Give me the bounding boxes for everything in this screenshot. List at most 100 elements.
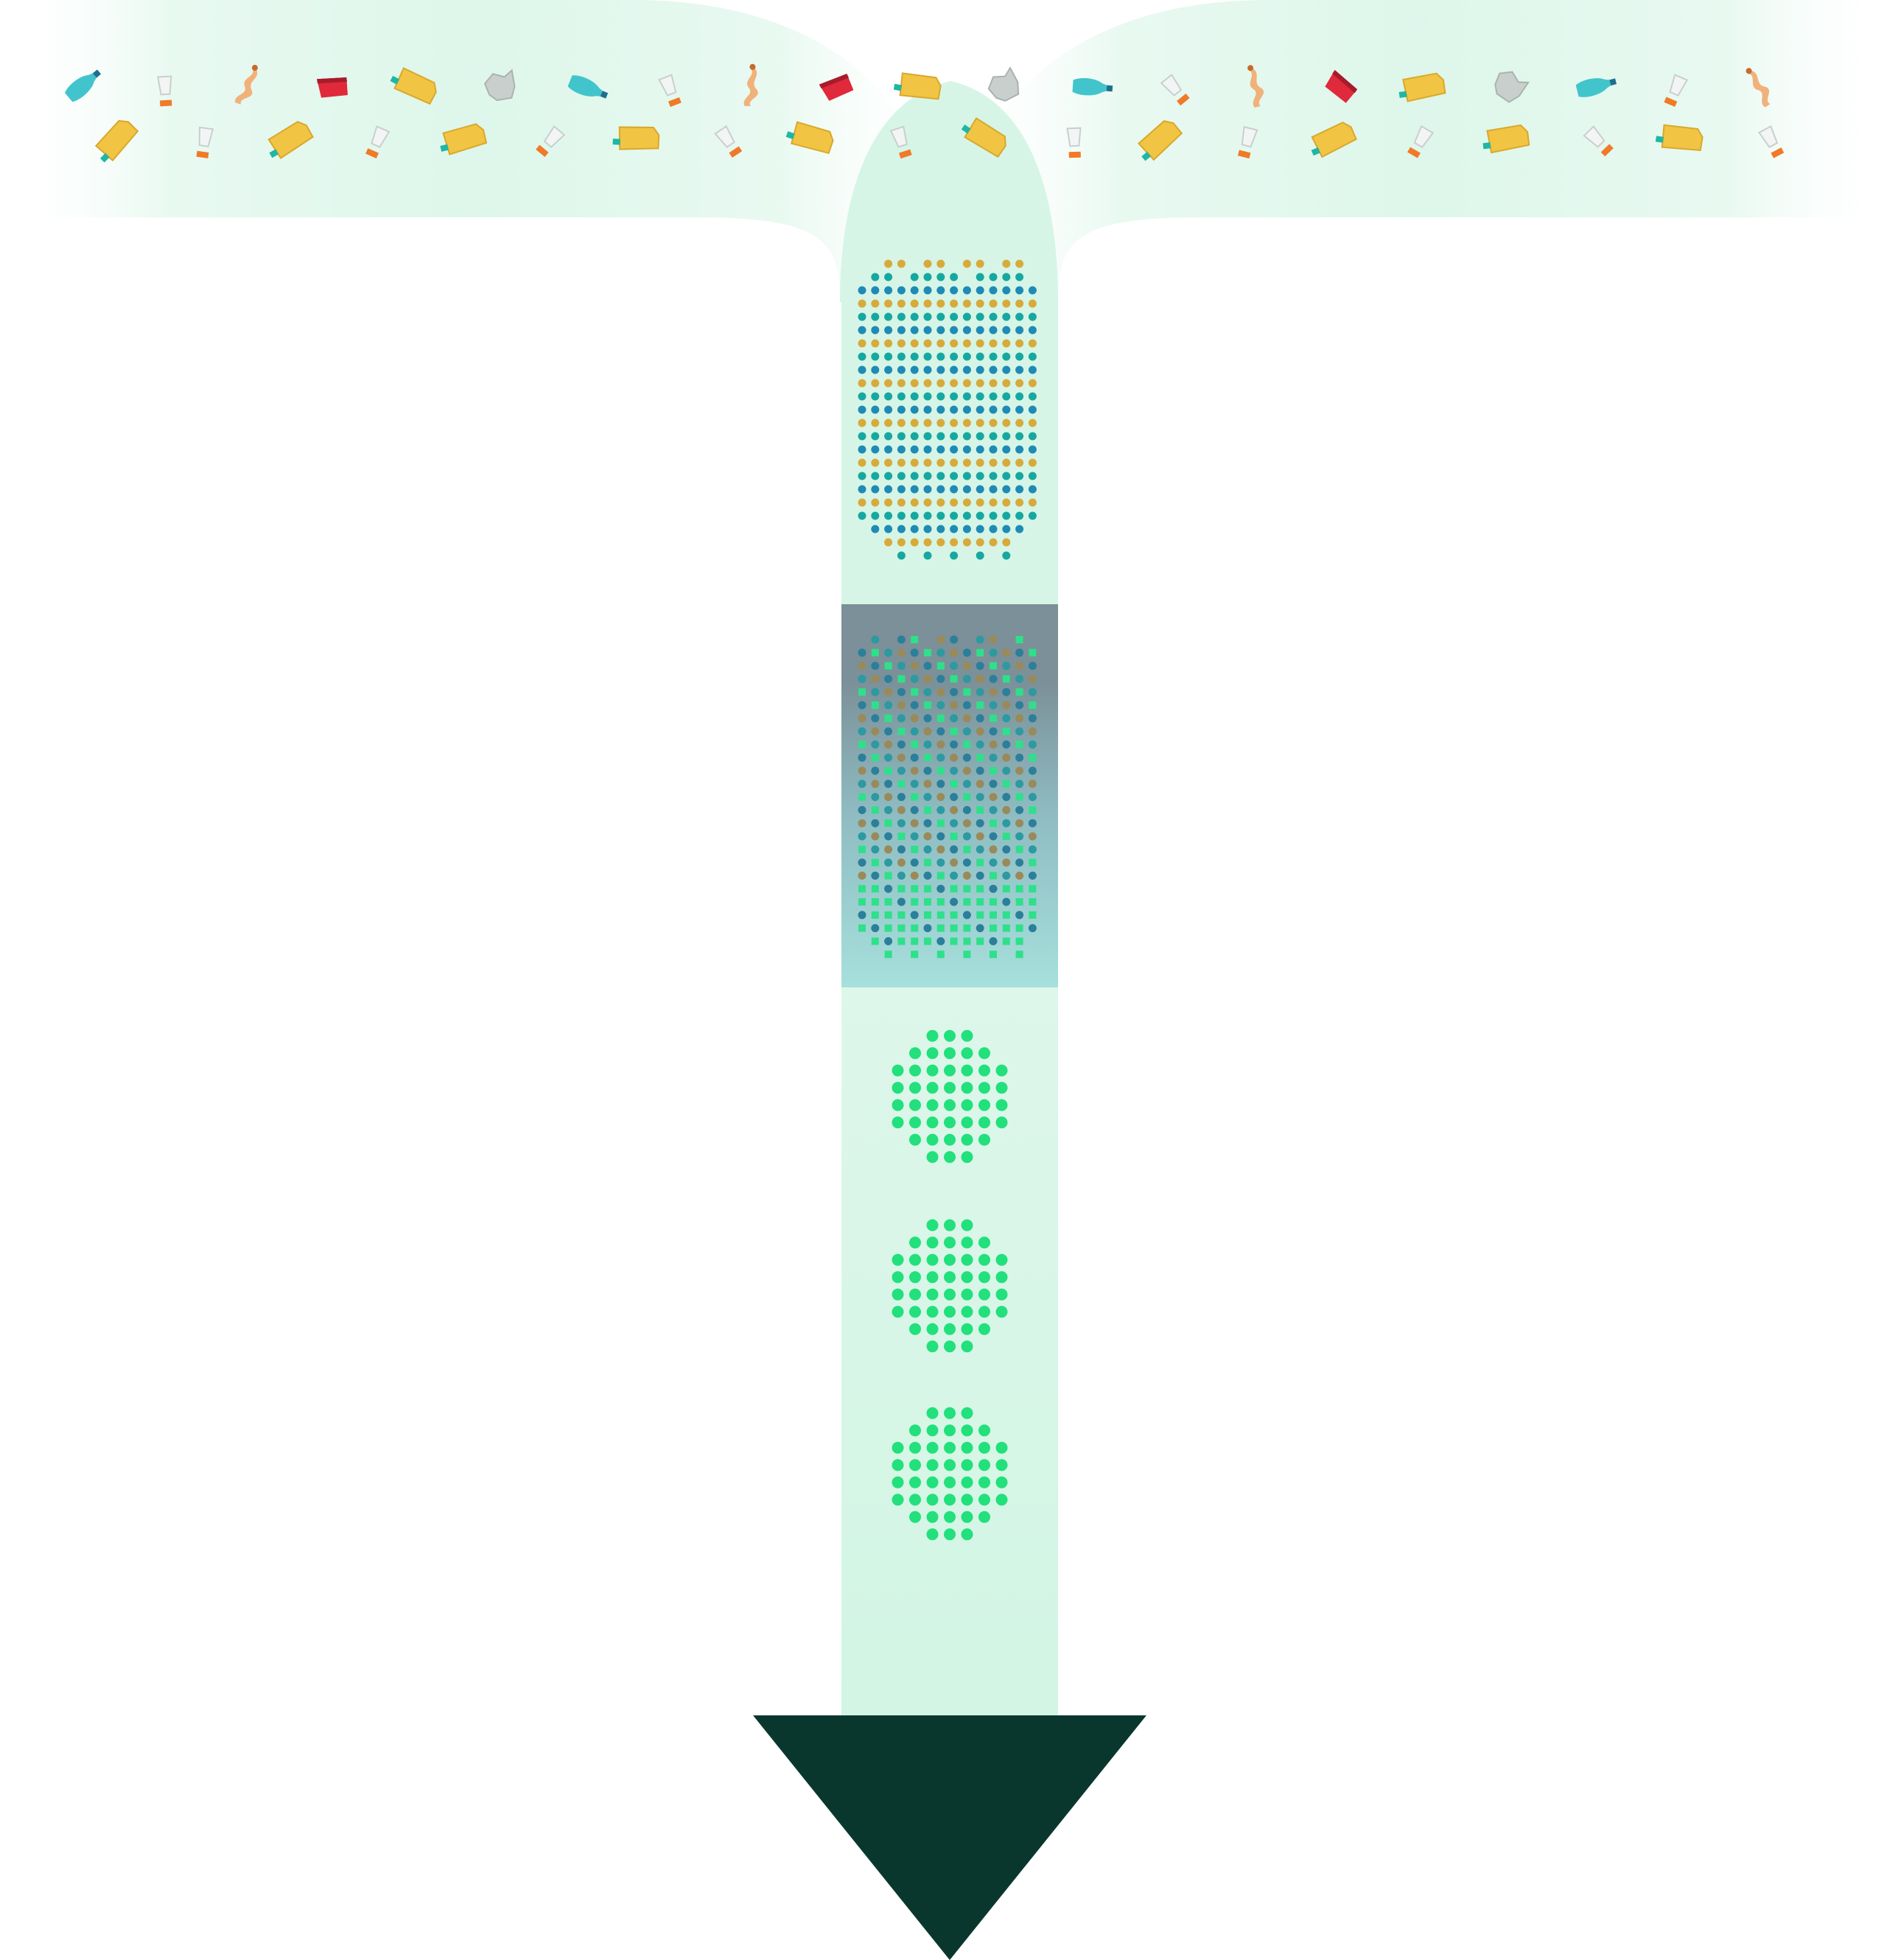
output-dot xyxy=(961,1151,973,1163)
pellet-dot xyxy=(884,498,893,507)
pellet-dot xyxy=(989,419,998,427)
pellet-dot xyxy=(1015,352,1024,361)
processed-square xyxy=(911,741,919,749)
pellet-dot xyxy=(936,326,945,335)
processed-square xyxy=(924,885,931,893)
bottle-icon xyxy=(1575,78,1617,97)
pellet-dot xyxy=(871,780,880,788)
output-dot xyxy=(944,1151,956,1163)
processed-square xyxy=(897,937,906,945)
pellet-dot xyxy=(950,312,959,321)
pellet-dot xyxy=(884,740,893,749)
pellet-dot xyxy=(950,326,959,335)
output-dot xyxy=(944,1047,956,1060)
detergent-jug-icon xyxy=(390,67,437,105)
output-dot xyxy=(978,1494,990,1506)
red-pouch-icon xyxy=(317,77,348,98)
processed-square xyxy=(936,924,945,932)
output-dot xyxy=(926,1151,939,1163)
processed-square xyxy=(976,937,984,945)
processed-square xyxy=(1015,885,1023,893)
pellet-dot xyxy=(936,701,945,710)
pellet-dot xyxy=(989,485,998,494)
processed-square xyxy=(950,885,958,893)
processed-square xyxy=(924,648,931,657)
pellet-dot xyxy=(910,871,919,880)
pellet-dot xyxy=(989,273,998,281)
processed-square xyxy=(1015,636,1023,643)
pellet-dot xyxy=(950,498,959,507)
pellet-dot xyxy=(897,419,906,427)
pellet-dot xyxy=(858,766,866,775)
pellet-dot xyxy=(1028,485,1037,494)
processed-square xyxy=(1029,754,1037,762)
detergent-jug-icon xyxy=(94,119,139,163)
pellet-dot xyxy=(910,472,919,480)
pellet-dot xyxy=(884,352,893,361)
pellet-dot xyxy=(923,472,932,480)
pellet-dot xyxy=(923,525,932,533)
pellet-dot xyxy=(910,538,919,547)
pellet-dot xyxy=(976,924,984,933)
pellet-dot xyxy=(989,884,998,893)
pellet-dot xyxy=(950,805,959,814)
processed-square xyxy=(897,833,906,840)
pellet-dot xyxy=(936,498,945,507)
processed-square xyxy=(897,885,906,893)
output-cluster xyxy=(892,1407,1008,1541)
pellet-dot xyxy=(1015,911,1024,920)
pellet-dot xyxy=(1028,714,1037,723)
processed-square xyxy=(911,885,919,893)
pellet-dot xyxy=(950,871,959,880)
pellet-dot xyxy=(897,472,906,480)
pellet-dot xyxy=(897,858,906,867)
pellet-dot xyxy=(910,432,919,441)
pellet-dot xyxy=(910,819,919,827)
processed-square xyxy=(884,872,892,880)
pellet-dot xyxy=(1015,445,1024,454)
output-dot xyxy=(995,1476,1008,1488)
pellet-dot xyxy=(1028,766,1037,775)
pellet-dot xyxy=(989,511,998,520)
pellet-dot xyxy=(871,662,880,671)
pellet-dot xyxy=(936,273,945,281)
pellet-dot xyxy=(950,286,959,295)
processed-square xyxy=(963,898,971,906)
pellet-dot xyxy=(923,299,932,308)
pellet-dot xyxy=(1015,525,1024,533)
pellet-dot xyxy=(962,392,971,401)
pellet-dot xyxy=(871,299,880,308)
pellet-dot xyxy=(962,405,971,414)
output-dot xyxy=(944,1219,956,1231)
processed-square xyxy=(936,767,945,774)
processed-square xyxy=(963,845,971,853)
pellet-dot xyxy=(884,525,893,533)
pellet-dot xyxy=(950,845,959,854)
pellet-dot xyxy=(1028,458,1037,467)
pellet-dot xyxy=(1028,845,1037,854)
output-dot xyxy=(909,1047,921,1060)
pellet-dot xyxy=(936,525,945,533)
detergent-jug-icon xyxy=(961,117,1006,158)
pellet-dot xyxy=(884,753,893,762)
pellet-dot xyxy=(897,714,906,723)
pellet-dot xyxy=(1028,780,1037,788)
pellet-dot xyxy=(923,379,932,388)
output-dot xyxy=(944,1253,956,1266)
processed-square xyxy=(911,688,919,696)
pellet-dot xyxy=(1015,259,1024,268)
pellet-dot xyxy=(923,485,932,494)
processed-square xyxy=(1015,924,1023,932)
pellet-dot xyxy=(923,259,932,268)
output-dot xyxy=(961,1441,973,1454)
output-dot xyxy=(926,1459,939,1471)
pellet-dot xyxy=(884,472,893,480)
pellet-dot xyxy=(950,339,959,348)
pellet-dot xyxy=(910,286,919,295)
pellet-dot xyxy=(858,352,866,361)
twisted-wrapper-icon xyxy=(235,64,258,105)
cup-icon xyxy=(196,126,214,158)
output-dot xyxy=(995,1099,1008,1111)
pellet-dot xyxy=(989,392,998,401)
processed-square xyxy=(884,714,892,722)
